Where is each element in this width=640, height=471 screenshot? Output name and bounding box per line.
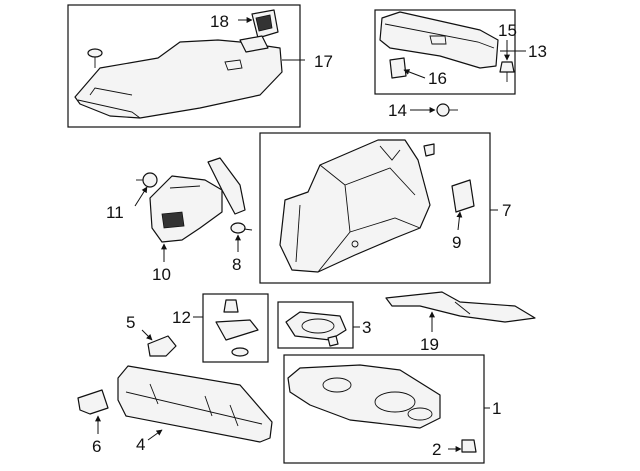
part-2-clip xyxy=(461,439,477,453)
part-11-bolt xyxy=(136,172,158,188)
callout-12: 12 xyxy=(172,308,191,327)
callout-15: 15 xyxy=(498,21,517,40)
part-7-side-trim xyxy=(279,139,431,273)
part-7-clip xyxy=(423,143,435,157)
callout-8: 8 xyxy=(232,255,241,274)
part-14-rivet xyxy=(436,103,458,117)
callout-10: 10 xyxy=(152,265,171,284)
leader-9 xyxy=(456,211,463,231)
part-10-jack-cover xyxy=(149,157,246,243)
part-18-clip xyxy=(239,9,279,53)
callout-13: 13 xyxy=(528,42,547,61)
callout-16: 16 xyxy=(428,69,447,88)
callout-17: 17 xyxy=(314,52,333,71)
part-17-trunk-floor xyxy=(74,39,283,119)
callout-9: 9 xyxy=(452,233,461,252)
callout-4: 4 xyxy=(136,435,145,454)
leader-4 xyxy=(147,429,163,441)
callout-5: 5 xyxy=(126,313,135,332)
part-16-clip xyxy=(389,57,407,79)
part-6-bracket xyxy=(77,389,109,415)
part-9-cover xyxy=(451,179,475,213)
part-3-lamp xyxy=(285,311,347,347)
callout-6: 6 xyxy=(92,437,101,456)
part-1-rear-shelf xyxy=(287,364,441,429)
part-12-bracket xyxy=(215,299,259,357)
callout-7: 7 xyxy=(502,201,511,220)
leader-11 xyxy=(134,186,148,207)
callout-19: 19 xyxy=(420,335,439,354)
callout-1: 1 xyxy=(492,399,501,418)
part-19-trim-strip xyxy=(385,291,536,323)
leader-16 xyxy=(403,69,426,79)
group-box-3 xyxy=(277,301,354,349)
callout-11: 11 xyxy=(106,203,124,222)
part-4-lower-panel xyxy=(117,365,273,443)
group-box-1 xyxy=(283,354,485,464)
part-15-screw xyxy=(499,61,515,82)
group-box-13 xyxy=(374,9,516,95)
part-8-clip xyxy=(230,222,253,234)
group-box-7 xyxy=(259,132,491,284)
part-13-sill-plate xyxy=(379,11,499,69)
part-5-lamp-socket xyxy=(147,335,177,357)
callout-3: 3 xyxy=(362,318,371,337)
group-box-17 xyxy=(67,4,301,128)
callout-18: 18 xyxy=(210,12,229,31)
callout-2: 2 xyxy=(432,440,441,459)
leader-5 xyxy=(141,329,153,341)
part-17-clip xyxy=(87,48,103,68)
callout-14: 14 xyxy=(388,101,407,120)
group-box-12 xyxy=(202,293,269,363)
